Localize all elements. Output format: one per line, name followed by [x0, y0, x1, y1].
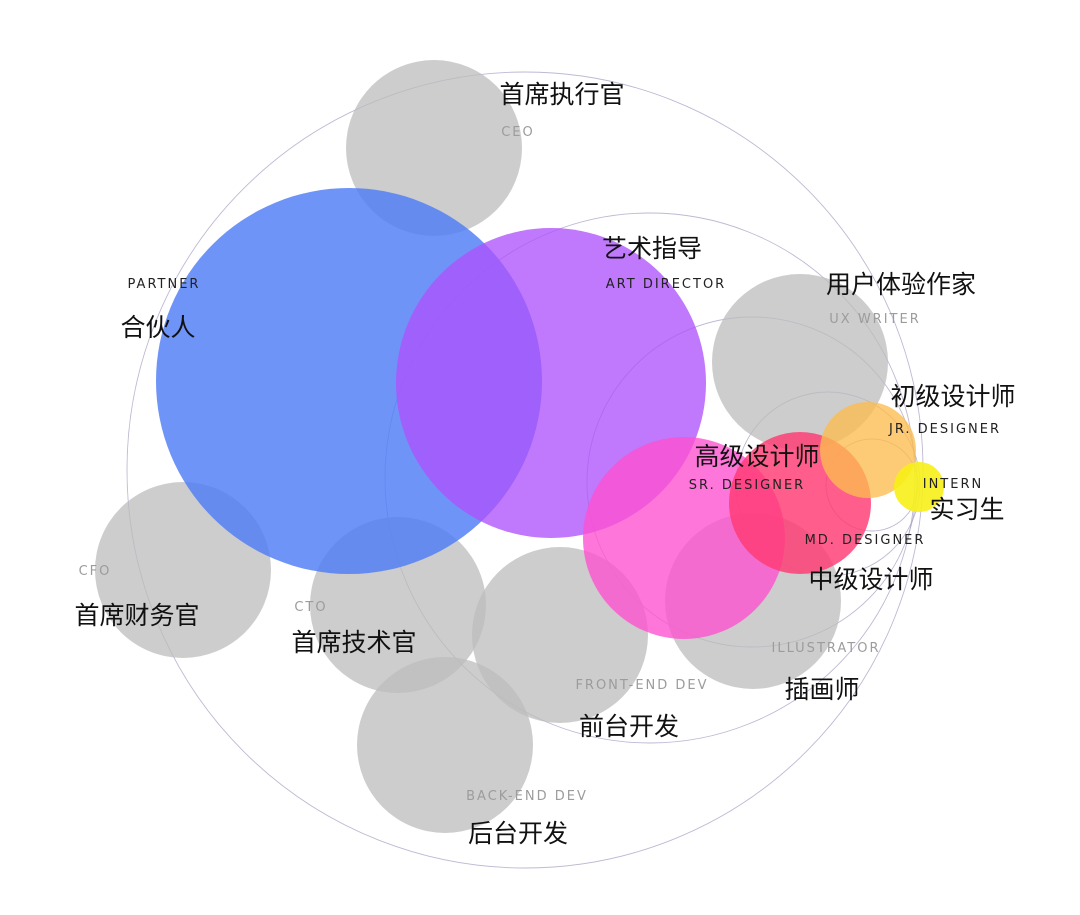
- label-cn-intern: 实习生: [929, 495, 1004, 524]
- label-cn-cfo: 首席财务官: [74, 601, 199, 630]
- label-en-intern: INTERN: [923, 477, 983, 492]
- label-cn-md-designer: 中级设计师: [808, 565, 933, 594]
- label-cn-ceo: 首席执行官: [499, 80, 624, 109]
- bubble-intern: [894, 462, 944, 512]
- label-cn-front-end-dev: 前台开发: [579, 712, 679, 741]
- bubble-back-end-dev: [357, 657, 533, 833]
- label-en-sr-designer: SR. DESIGNER: [689, 478, 805, 493]
- label-en-illustrator: ILLUSTRATOR: [772, 641, 881, 656]
- label-en-jr-designer: JR. DESIGNER: [888, 422, 1001, 437]
- label-cn-sr-designer: 高级设计师: [694, 442, 819, 471]
- label-cn-illustrator: 插画师: [784, 675, 859, 704]
- label-cn-cto: 首席技术官: [291, 628, 416, 657]
- label-en-art-director: ART DIRECTOR: [606, 277, 726, 292]
- label-en-cto: CTO: [294, 600, 327, 615]
- label-en-back-end-dev: BACK-END DEV: [466, 789, 588, 804]
- label-en-ux-writer: UX WRITER: [829, 312, 920, 327]
- bubbles-color: [156, 188, 944, 639]
- label-en-partner: PARTNER: [128, 277, 201, 292]
- label-en-cfo: CFO: [79, 564, 112, 579]
- label-cn-art-director: 艺术指导: [602, 234, 702, 263]
- label-en-md-designer: MD. DESIGNER: [805, 533, 926, 548]
- labels: 首席执行官 CEO PARTNER 合伙人 艺术指导 ART DIRECTOR …: [74, 80, 1015, 848]
- label-cn-back-end-dev: 后台开发: [468, 819, 568, 848]
- label-en-ceo: CEO: [501, 125, 535, 140]
- bubble-ux-writer: [712, 274, 888, 450]
- label-cn-jr-designer: 初级设计师: [890, 382, 1015, 411]
- label-cn-ux-writer: 用户体验作家: [826, 270, 976, 299]
- label-cn-partner: 合伙人: [120, 313, 195, 342]
- label-en-front-end-dev: FRONT-END DEV: [575, 678, 708, 693]
- bubble-ceo: [346, 60, 522, 236]
- bubble-jr-designer: [820, 402, 916, 498]
